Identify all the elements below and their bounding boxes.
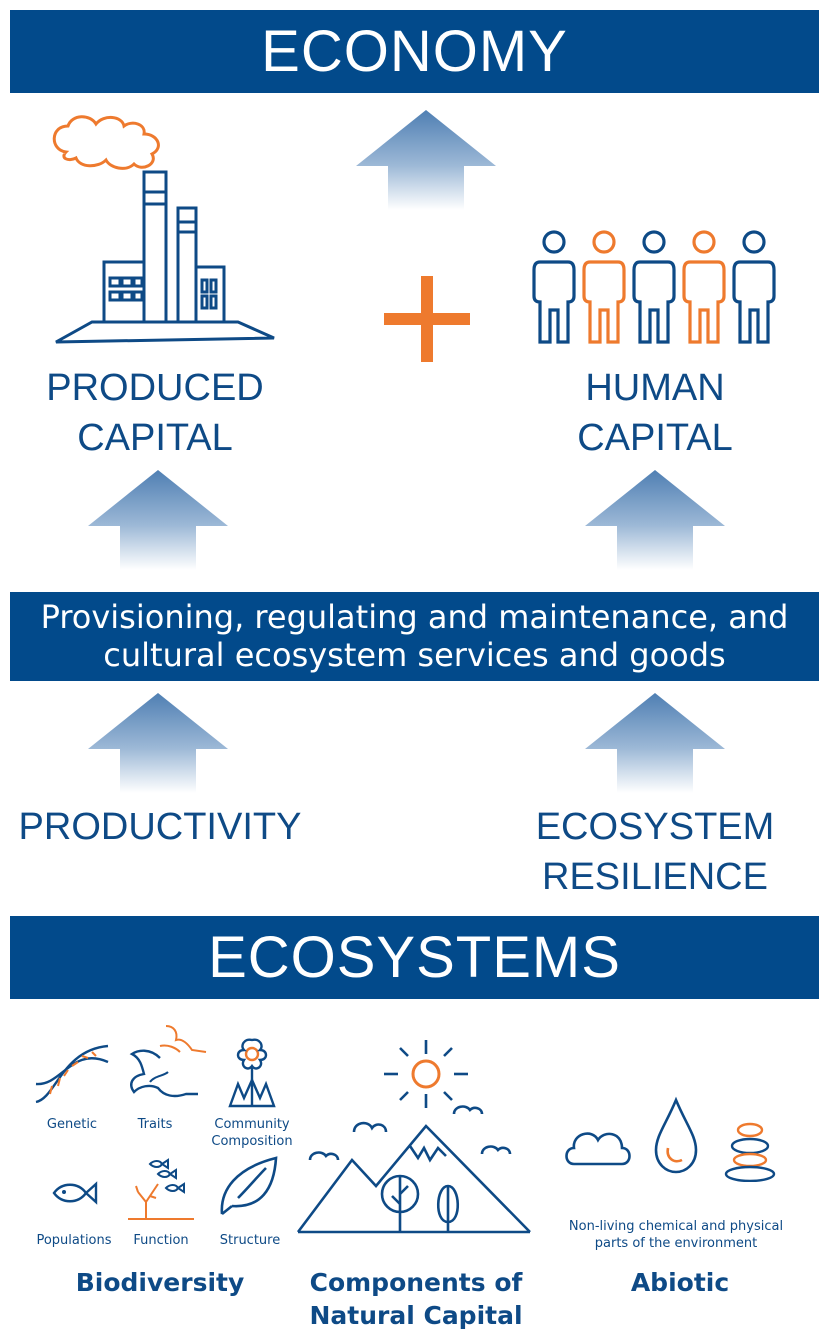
community-text: Community <box>214 1117 290 1132</box>
components-heading: Components of Natural Capital <box>296 1266 536 1332</box>
bird-icon <box>129 1049 198 1098</box>
produced-capital-line1: PRODUCED <box>46 367 264 409</box>
up-arrow-icon <box>88 470 228 570</box>
services-banner: Provisioning, regulating and maintenance… <box>10 592 819 681</box>
economy-title: ECONOMY <box>261 19 568 84</box>
biodiversity-text: Biodiversity <box>75 1268 245 1297</box>
populations-label: Populations <box>26 1232 122 1249</box>
components-line1: Components of <box>309 1268 523 1297</box>
composition-text: Composition <box>211 1134 293 1149</box>
services-line2: cultural ecosystem services and goods <box>103 636 726 674</box>
produced-capital-label: PRODUCED CAPITAL <box>20 363 290 463</box>
genetic-text: Genetic <box>46 1117 98 1132</box>
mountain-icon <box>296 1040 531 1234</box>
genetic-label: Genetic <box>32 1116 112 1133</box>
bird-icon <box>159 1025 207 1053</box>
produced-capital-line2: CAPITAL <box>77 417 233 459</box>
factory-icon <box>52 115 275 344</box>
resilience-line2: RESILIENCE <box>542 856 768 898</box>
up-arrow-icon <box>356 110 496 210</box>
human-capital-label: HUMAN CAPITAL <box>520 363 790 463</box>
community-composition-label: Community Composition <box>200 1116 304 1150</box>
coral-fish-icon <box>128 1158 194 1220</box>
function-text: Function <box>133 1233 189 1248</box>
stones-icon <box>724 1122 776 1182</box>
ecosystems-title: ECOSYSTEMS <box>208 925 621 990</box>
function-label: Function <box>126 1232 196 1249</box>
cloud-icon <box>565 1132 631 1166</box>
services-line1: Provisioning, regulating and maintenance… <box>40 598 789 636</box>
human-capital-line2: CAPITAL <box>577 417 733 459</box>
populations-text: Populations <box>36 1233 112 1248</box>
structure-text: Structure <box>219 1233 281 1248</box>
water-drop-icon <box>654 1096 698 1174</box>
up-arrow-icon <box>585 470 725 570</box>
abiotic-heading: Abiotic <box>580 1266 780 1299</box>
resilience-line1: ECOSYSTEM <box>535 806 775 848</box>
flower-icon <box>228 1038 276 1108</box>
ecosystems-banner: ECOSYSTEMS <box>10 916 819 999</box>
abiotic-desc-line1: Non-living chemical and physical <box>568 1219 784 1234</box>
up-arrow-icon <box>585 693 725 793</box>
abiotic-text: Abiotic <box>630 1268 730 1297</box>
abiotic-description: Non-living chemical and physical parts o… <box>556 1218 796 1252</box>
economy-banner: ECONOMY <box>10 10 819 93</box>
human-capital-line1: HUMAN <box>585 367 725 409</box>
up-arrow-icon <box>88 693 228 793</box>
productivity-label: PRODUCTIVITY <box>10 802 310 852</box>
leaf-icon <box>220 1156 278 1216</box>
plus-icon <box>384 276 470 362</box>
fish-icon <box>52 1181 98 1205</box>
components-line2: Natural Capital <box>309 1301 523 1330</box>
abiotic-desc-line2: parts of the environment <box>594 1236 758 1251</box>
people-icon <box>532 230 776 344</box>
structure-label: Structure <box>210 1232 290 1249</box>
dna-icon <box>35 1044 109 1104</box>
resilience-label: ECOSYSTEM RESILIENCE <box>515 802 795 902</box>
productivity-text: PRODUCTIVITY <box>18 806 302 848</box>
traits-text: Traits <box>137 1117 173 1132</box>
traits-label: Traits <box>120 1116 190 1133</box>
biodiversity-heading: Biodiversity <box>40 1266 280 1299</box>
